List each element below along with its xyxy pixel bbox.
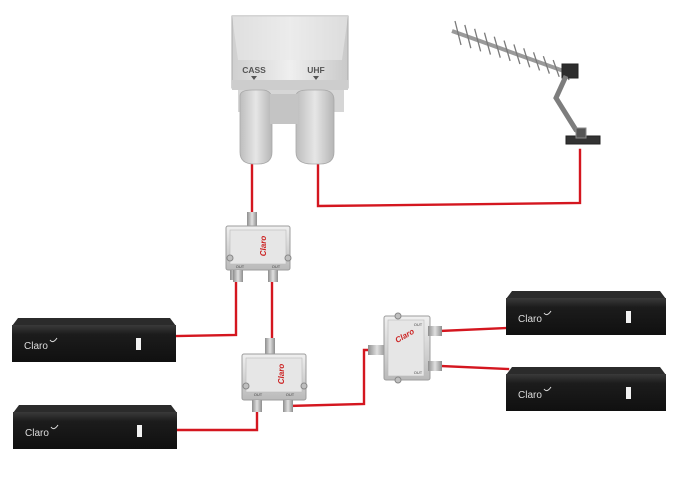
receiver-3: Claro (13, 405, 177, 449)
splitter-top-out-right: OUT (272, 264, 281, 269)
lnb-right-arrow-icon (313, 76, 319, 80)
lnb-device: CASS UHF (231, 15, 349, 165)
receiver-card-slot-icon (626, 387, 631, 399)
receiver-card-slot-icon (626, 311, 631, 323)
antenna-element (542, 55, 550, 74)
receiver-logo-swoosh-icon (543, 310, 552, 316)
receiver-1: Claro (12, 318, 176, 362)
uhf-antenna (451, 20, 601, 145)
receiver-logo-swoosh-icon (50, 424, 59, 430)
lnb-left-arrow-icon (251, 76, 257, 80)
antenna-element (493, 36, 501, 58)
lnb-port-right-label: UHF (307, 65, 324, 75)
splitter-right-out-bottom: OUT (414, 370, 423, 375)
receiver-card-slot-icon (137, 425, 142, 437)
antenna-element (503, 40, 511, 62)
receiver-4: Claro (506, 367, 666, 411)
receiver-brand-logo: Claro (518, 314, 542, 325)
receiver-2: Claro (506, 291, 666, 335)
cable-top-splitter-to-receiver-1 (174, 278, 238, 338)
cable-middle-splitter-to-receiver-3 (175, 406, 259, 432)
splitter-top-brand: Claro (259, 236, 268, 257)
receiver-body (506, 298, 666, 335)
antenna-element (464, 24, 472, 49)
receiver-brand-logo: Claro (518, 390, 542, 401)
cables (174, 148, 582, 432)
splitter-right-out-top: OUT (414, 322, 423, 327)
receiver-top-panel (13, 405, 177, 413)
splitter-top-out-left: OUT (236, 264, 245, 269)
receiver-body (12, 325, 176, 362)
receiver-top-panel (506, 367, 666, 375)
receiver-top-panel (506, 291, 666, 299)
receiver-body (506, 374, 666, 411)
receiver-logo-swoosh-icon (543, 386, 552, 392)
receiver-body (13, 412, 177, 449)
antenna-element (474, 28, 482, 52)
lnb-port-left-label: CASS (242, 65, 266, 75)
receiver-card-slot-icon (136, 338, 141, 350)
cable-right-splitter-to-receiver-4 (438, 364, 510, 371)
cable-middle-splitter-to-right-splitter (286, 348, 372, 408)
splitter-right: Claro OUT OUT (368, 312, 442, 384)
receiver-top-panel (12, 318, 176, 326)
splitter-top: Claro OUT OUT (225, 212, 292, 282)
cable-right-splitter-to-receiver-2 (438, 326, 509, 333)
receiver-brand-logo: Claro (24, 341, 48, 352)
splitter-middle-out-right: OUT (286, 392, 295, 397)
cable-lnb-uhf-to-antenna (316, 148, 582, 208)
receiver-brand-logo: Claro (25, 428, 49, 439)
antenna-element (513, 44, 521, 65)
splitter-middle: Claro OUT OUT (241, 338, 308, 412)
receiver-logo-swoosh-icon (49, 337, 58, 343)
splitter-middle-out-left: OUT (254, 392, 263, 397)
antenna-element (523, 48, 531, 68)
antenna-element (454, 20, 462, 46)
antenna-element (552, 59, 560, 78)
splitter-middle-brand: Claro (277, 364, 286, 385)
antenna-element (532, 52, 541, 71)
antenna-element (483, 32, 492, 55)
